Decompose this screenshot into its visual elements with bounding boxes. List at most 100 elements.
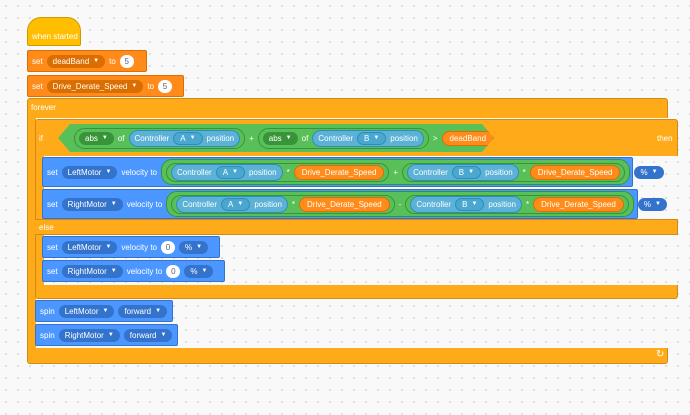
set-label: set bbox=[32, 56, 43, 66]
multiply-sign: * bbox=[286, 167, 290, 177]
abs-function-dropdown[interactable]: abs ▼ bbox=[79, 132, 114, 145]
spin-left-block[interactable]: spin LeftMotor ▼ forward ▼ bbox=[35, 300, 173, 322]
unit-dropdown[interactable]: % ▼ bbox=[179, 240, 209, 254]
motor-dropdown[interactable]: RightMotor ▼ bbox=[61, 264, 123, 278]
axis-dropdown[interactable]: A ▼ bbox=[173, 132, 202, 145]
else-set-left-velocity-block[interactable]: set LeftMotor ▼ velocity to 0 % ▼ bbox=[42, 236, 220, 258]
derate-speed-reporter[interactable]: Drive_Derate_Speed bbox=[299, 196, 390, 212]
variable-dropdown[interactable]: Drive_Derate_Speed ▼ bbox=[46, 79, 144, 93]
motor-name: LeftMotor bbox=[64, 306, 99, 316]
multiply-operator-b[interactable]: Controller B ▼ position * Drive_Derate_S… bbox=[402, 162, 626, 182]
set-label: set bbox=[47, 266, 58, 276]
controller-position-b[interactable]: Controller B ▼ position bbox=[407, 163, 519, 181]
controller-label: Controller bbox=[177, 167, 212, 177]
derate-speed-reporter[interactable]: Drive_Derate_Speed bbox=[293, 164, 385, 180]
abs-operator-a[interactable]: abs ▼ of Controller A ▼ position bbox=[74, 128, 245, 149]
value-input[interactable]: 5 bbox=[158, 79, 173, 93]
dropdown-arrow-icon: ▼ bbox=[196, 244, 203, 250]
position-label: position bbox=[206, 133, 235, 143]
controller-label: Controller bbox=[182, 199, 218, 209]
abs-operator-b[interactable]: abs ▼ of Controller B ▼ position bbox=[258, 128, 429, 149]
controller-position-a[interactable]: Controller A ▼ position bbox=[171, 163, 283, 181]
unit-dropdown[interactable]: % ▼ bbox=[184, 264, 214, 278]
then-label: then bbox=[657, 134, 673, 143]
axis-dropdown[interactable]: A ▼ bbox=[221, 197, 251, 211]
direction-dropdown[interactable]: forward ▼ bbox=[118, 304, 168, 318]
controller-position-a[interactable]: Controller A ▼ position bbox=[176, 195, 288, 213]
spin-label: spin bbox=[40, 330, 55, 340]
plus-sign: + bbox=[393, 167, 399, 177]
greater-than-condition[interactable]: abs ▼ of Controller A ▼ position + abs ▼… bbox=[58, 124, 494, 152]
controller-position-b[interactable]: Controller B ▼ position bbox=[312, 130, 424, 147]
axis-dropdown[interactable]: A ▼ bbox=[215, 165, 245, 179]
motor-dropdown[interactable]: LeftMotor ▼ bbox=[61, 240, 118, 254]
dropdown-arrow-icon: ▼ bbox=[201, 268, 208, 274]
dropdown-arrow-icon: ▼ bbox=[654, 201, 661, 207]
direction-dropdown[interactable]: forward ▼ bbox=[123, 328, 173, 342]
velocity-to-label: velocity to bbox=[126, 266, 163, 276]
forever-block-bottom bbox=[27, 348, 668, 364]
dropdown-arrow-icon: ▼ bbox=[155, 308, 162, 314]
dropdown-arrow-icon: ▼ bbox=[651, 169, 658, 175]
spin-label: spin bbox=[40, 306, 55, 316]
controller-position-a[interactable]: Controller A ▼ position bbox=[129, 130, 241, 147]
controller-position-b[interactable]: Controller B ▼ position bbox=[410, 195, 522, 213]
forever-block-top[interactable] bbox=[27, 98, 668, 118]
motor-dropdown[interactable]: LeftMotor ▼ bbox=[61, 165, 118, 179]
dropdown-arrow-icon: ▼ bbox=[189, 135, 196, 141]
dropdown-arrow-icon: ▼ bbox=[237, 201, 244, 207]
add-operator[interactable]: Controller A ▼ position * Drive_Derate_S… bbox=[161, 159, 631, 185]
motor-dropdown[interactable]: LeftMotor ▼ bbox=[58, 304, 115, 318]
multiply-operator-b[interactable]: Controller B ▼ position * Drive_Derate_S… bbox=[405, 194, 629, 214]
velocity-to-label: velocity to bbox=[121, 242, 157, 252]
controller-label: Controller bbox=[416, 199, 452, 209]
dropdown-arrow-icon: ▼ bbox=[131, 83, 138, 89]
set-deadband-block[interactable]: set deadBand ▼ to 5 bbox=[27, 50, 147, 72]
unit-dropdown[interactable]: % ▼ bbox=[637, 197, 667, 211]
when-started-hat-block[interactable]: when started bbox=[27, 17, 81, 46]
multiply-operator-a[interactable]: Controller A ▼ position * Drive_Derate_S… bbox=[166, 162, 390, 182]
subtract-operator[interactable]: Controller A ▼ position * Drive_Derate_S… bbox=[166, 191, 634, 217]
unit-value: % bbox=[190, 266, 198, 276]
dropdown-arrow-icon: ▼ bbox=[468, 169, 475, 175]
derate-speed-reporter[interactable]: Drive_Derate_Speed bbox=[529, 164, 621, 180]
dropdown-arrow-icon: ▼ bbox=[93, 58, 100, 64]
axis-value: B bbox=[458, 167, 465, 177]
multiply-operator-a[interactable]: Controller A ▼ position * Drive_Derate_S… bbox=[171, 194, 395, 214]
set-label: set bbox=[32, 81, 43, 91]
axis-dropdown[interactable]: B ▼ bbox=[451, 165, 482, 179]
else-section bbox=[35, 219, 678, 235]
set-right-velocity-block[interactable]: set RightMotor ▼ velocity to Controller … bbox=[42, 189, 667, 219]
abs-function-dropdown[interactable]: abs ▼ bbox=[263, 132, 298, 145]
to-label: to bbox=[147, 81, 155, 91]
motor-dropdown[interactable]: RightMotor ▼ bbox=[61, 197, 123, 211]
controller-label: Controller bbox=[134, 133, 170, 143]
unit-dropdown[interactable]: % ▼ bbox=[634, 165, 664, 179]
greater-than-sign: > bbox=[432, 133, 438, 143]
dropdown-arrow-icon: ▼ bbox=[101, 135, 108, 141]
spin-right-block[interactable]: spin RightMotor ▼ forward ▼ bbox=[35, 324, 178, 346]
motor-name: RightMotor bbox=[67, 199, 107, 209]
dropdown-arrow-icon: ▼ bbox=[373, 135, 380, 141]
variable-dropdown[interactable]: deadBand ▼ bbox=[46, 54, 106, 68]
axis-dropdown[interactable]: B ▼ bbox=[357, 132, 386, 145]
motor-name: RightMotor bbox=[67, 266, 107, 276]
axis-dropdown[interactable]: B ▼ bbox=[455, 197, 485, 211]
dropdown-arrow-icon: ▼ bbox=[232, 169, 238, 175]
minus-sign: - bbox=[398, 199, 402, 209]
else-set-right-velocity-block[interactable]: set RightMotor ▼ velocity to 0 % ▼ bbox=[42, 260, 225, 282]
forever-label: forever bbox=[31, 103, 56, 112]
deadband-reporter[interactable]: deadBand bbox=[442, 131, 494, 146]
velocity-input[interactable]: 0 bbox=[161, 240, 175, 254]
velocity-input[interactable]: 0 bbox=[166, 264, 181, 278]
value-input[interactable]: 5 bbox=[119, 54, 134, 68]
set-derate-block[interactable]: set Drive_Derate_Speed ▼ to 5 bbox=[27, 75, 184, 97]
of-label: of bbox=[117, 133, 125, 143]
set-left-velocity-block[interactable]: set LeftMotor ▼ velocity to Controller A… bbox=[42, 157, 664, 187]
when-started-label: when started bbox=[32, 32, 78, 41]
dropdown-arrow-icon: ▼ bbox=[107, 332, 114, 338]
controller-label: Controller bbox=[413, 167, 448, 177]
of-label: of bbox=[301, 133, 309, 143]
motor-dropdown[interactable]: RightMotor ▼ bbox=[58, 328, 120, 342]
derate-speed-reporter[interactable]: Drive_Derate_Speed bbox=[533, 196, 624, 212]
